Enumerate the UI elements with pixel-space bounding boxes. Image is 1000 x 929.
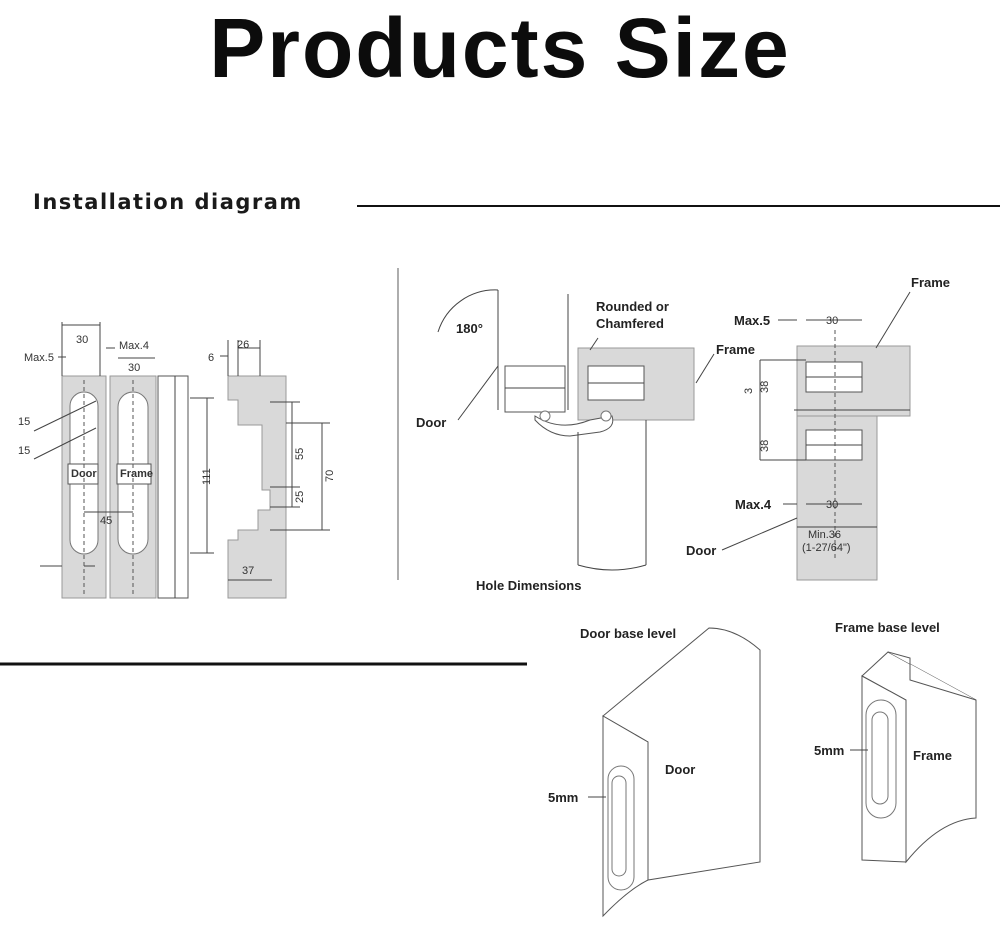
hinge-front-view: Door Frame 30 Max.4 30 Max.5 15 15 45 bbox=[18, 322, 157, 599]
dim-45: 45 bbox=[100, 515, 112, 527]
frame-base-level-view: Frame base level Frame 5mm bbox=[814, 620, 977, 864]
dim-min36: Min.36 bbox=[808, 529, 841, 541]
dim-3: 3 bbox=[743, 388, 755, 394]
side-plate bbox=[157, 375, 189, 599]
frame-label-mid: Frame bbox=[716, 342, 755, 357]
frame-5mm-label: 5mm bbox=[814, 743, 844, 758]
dim-max5: Max.5 bbox=[24, 352, 54, 364]
hinge-side-view: 111 bbox=[157, 375, 214, 599]
section-title: Installation diagram bbox=[33, 190, 303, 214]
door-label-box bbox=[67, 463, 99, 485]
dim-15b: 15 bbox=[18, 445, 30, 457]
page-title: Products Size bbox=[209, 1, 791, 95]
hole-dimensions-label: Hole Dimensions bbox=[476, 578, 581, 593]
frame-base-level-label: Frame base level bbox=[835, 620, 940, 635]
dim-30-b: 30 bbox=[128, 362, 140, 374]
dim-max4-right: Max.4 bbox=[735, 497, 772, 512]
door-base-level-view: Door base level Door 5mm bbox=[548, 626, 761, 918]
dim-70: 70 bbox=[324, 470, 336, 482]
dim-max4: Max.4 bbox=[119, 340, 149, 352]
dim-25: 25 bbox=[294, 491, 306, 503]
dim-6: 6 bbox=[208, 352, 214, 364]
dim-26: 26 bbox=[237, 339, 249, 351]
door-label-mid: Door bbox=[416, 415, 446, 430]
frame-plate-label: Frame bbox=[120, 468, 153, 480]
angle-180: 180° bbox=[456, 321, 483, 336]
frame-base-frame-label: Frame bbox=[913, 748, 952, 763]
open-door-block bbox=[504, 365, 566, 413]
dim-max5-right: Max.5 bbox=[734, 313, 770, 328]
hinge-arm bbox=[534, 415, 614, 437]
hinge-section-view: 6 26 55 25 70 37 bbox=[208, 339, 336, 599]
chamfered-label: Chamfered bbox=[596, 316, 664, 331]
dim-111: 111 bbox=[201, 468, 213, 485]
door-front-face bbox=[602, 627, 761, 881]
dim-30-bottom-right: 30 bbox=[826, 499, 838, 511]
door-base-door-label: Door bbox=[665, 762, 695, 777]
dim-37: 37 bbox=[242, 565, 254, 577]
section-body bbox=[227, 375, 287, 599]
dim-55: 55 bbox=[294, 448, 306, 460]
frame-label-box bbox=[116, 463, 152, 485]
door-label-right: Door bbox=[686, 543, 716, 558]
dim-15a: 15 bbox=[18, 416, 30, 428]
top-view: 180° Rounded or Chamfered Frame Door Hol… bbox=[416, 289, 755, 593]
dim-38b: 38 bbox=[759, 440, 771, 452]
door-5mm-label: 5mm bbox=[548, 790, 578, 805]
door-base-level-label: Door base level bbox=[580, 626, 676, 641]
dim-30-top-right: 30 bbox=[826, 315, 838, 327]
hole-dimensions-view: Frame Max.5 30 3 38 38 Max.4 30 Min.36 (… bbox=[686, 275, 950, 581]
dim-38a: 38 bbox=[759, 381, 771, 393]
dim-30-top: 30 bbox=[76, 334, 88, 346]
dim-min36-inch: (1-27/64") bbox=[802, 542, 851, 554]
rounded-label: Rounded or bbox=[596, 299, 669, 314]
frame-label-right: Frame bbox=[911, 275, 950, 290]
